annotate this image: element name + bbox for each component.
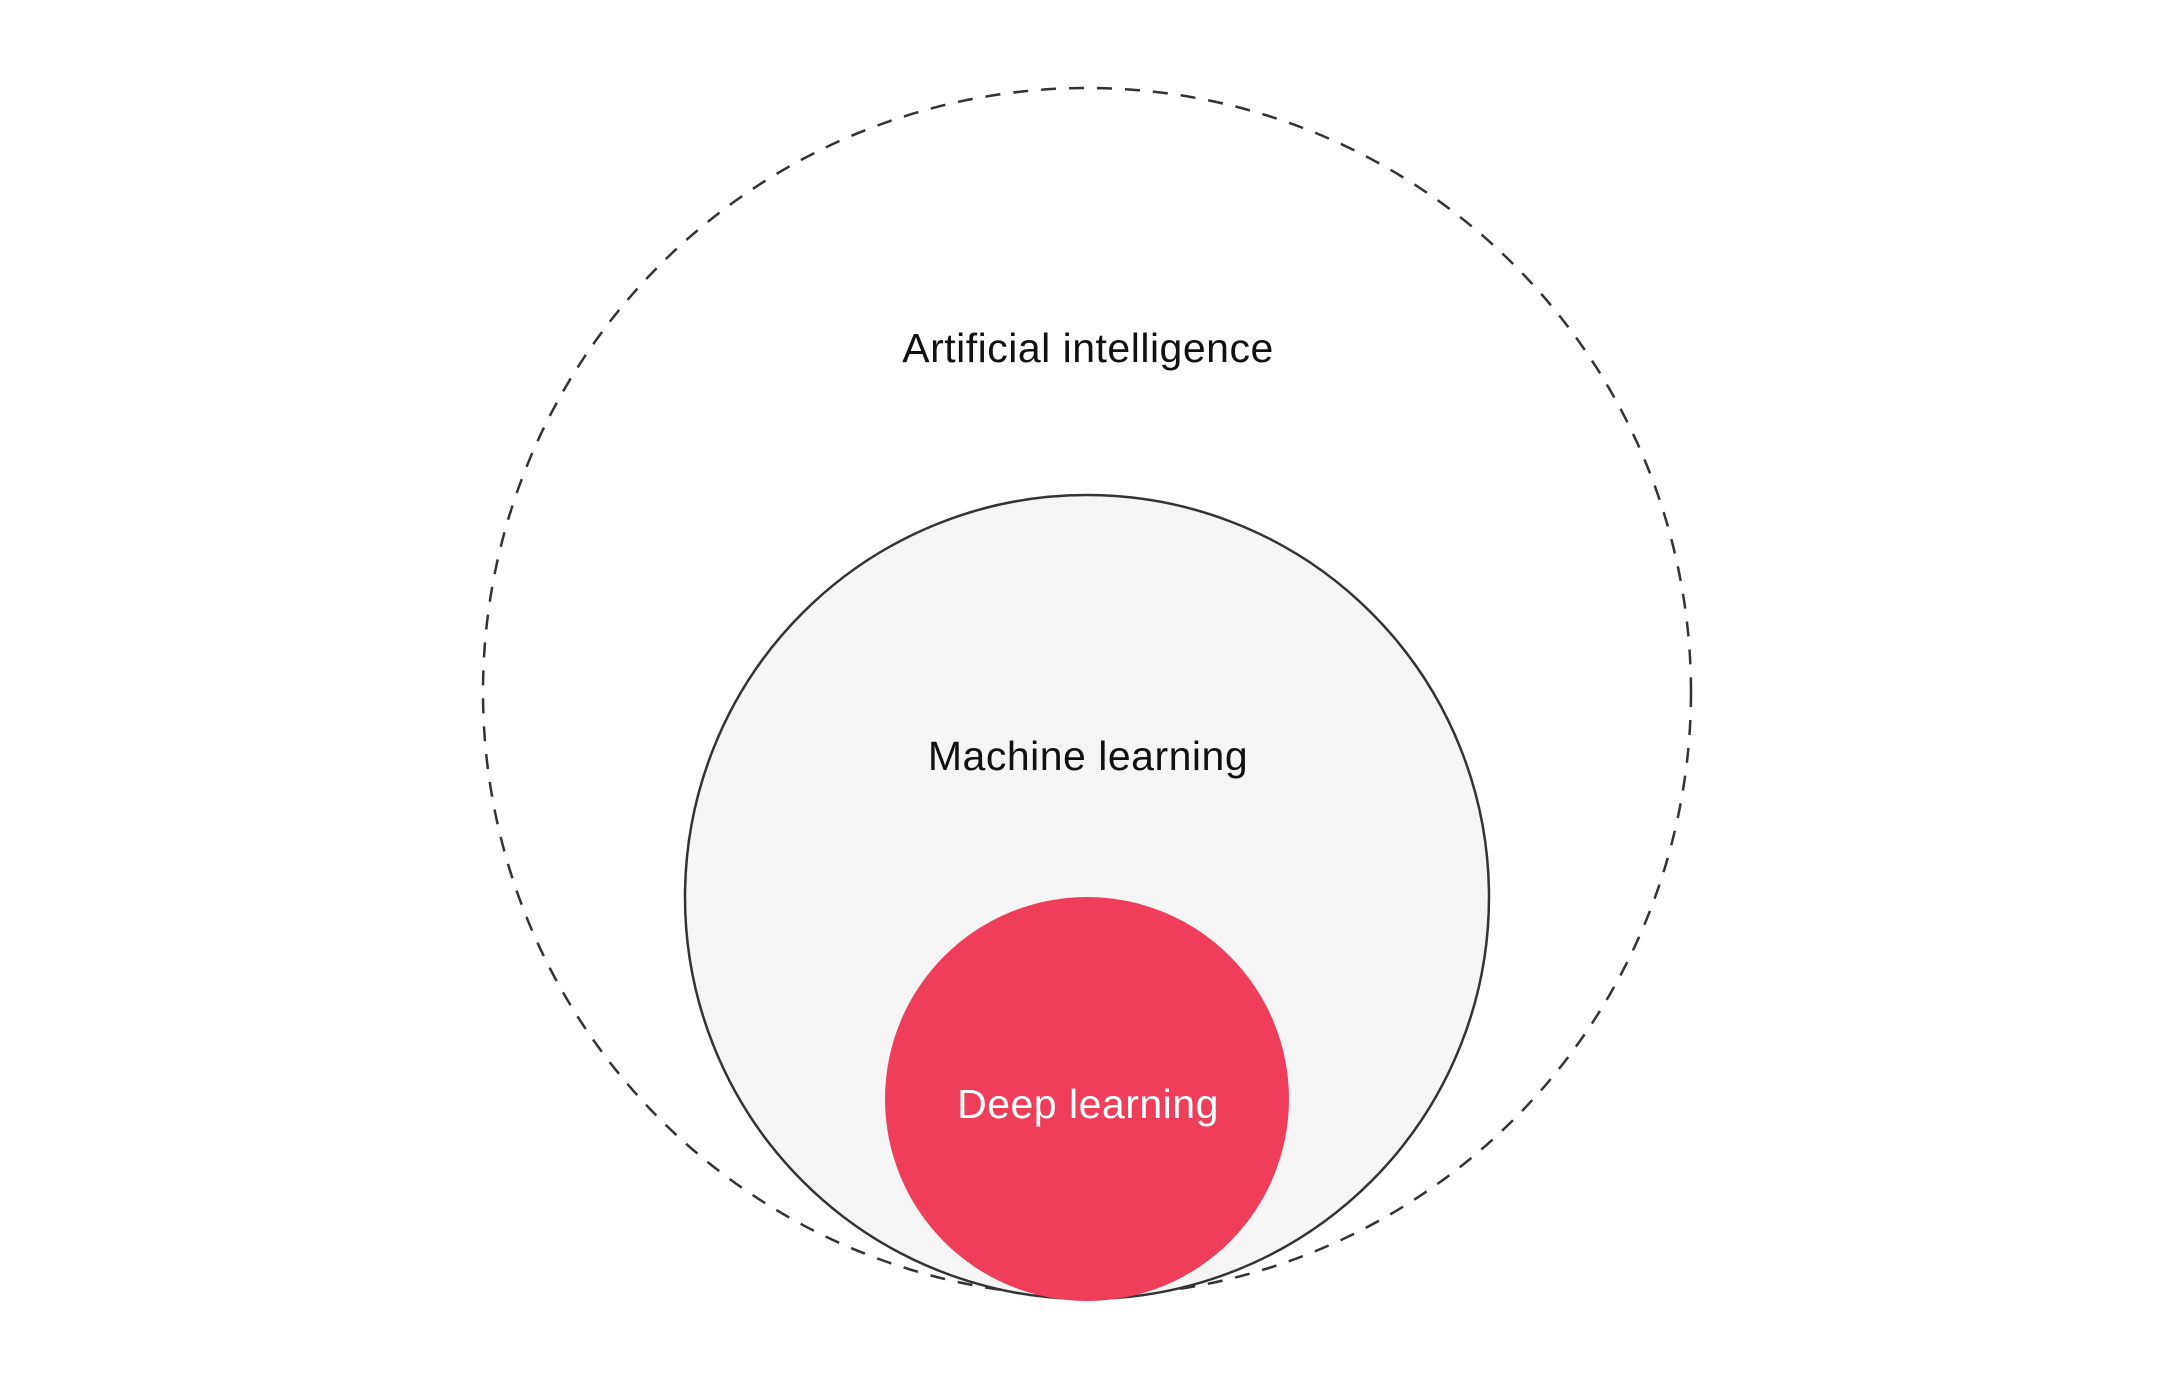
artificial-intelligence-label: Artificial intelligence xyxy=(902,325,1274,371)
machine-learning-label: Machine learning xyxy=(928,733,1248,779)
deep-learning-circle xyxy=(885,897,1289,1301)
deep-learning-label: Deep learning xyxy=(957,1081,1219,1127)
